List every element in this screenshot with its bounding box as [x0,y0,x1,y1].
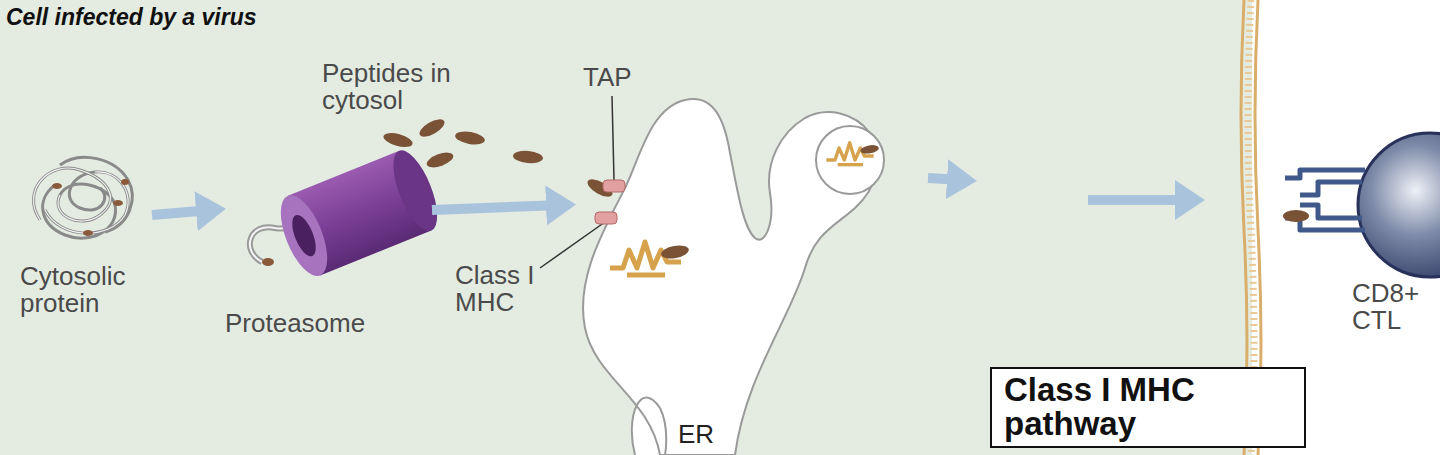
tap-label: TAP [583,64,632,91]
peptides-label: Peptides in cytosol [322,60,512,115]
node-label: CD8+ CTL [1352,280,1422,335]
ctl-node: CD8+ CTL [1352,280,1436,340]
er-outline [565,78,895,455]
node-label: ER [678,421,714,448]
er-node: ER [565,78,895,455]
protein-node: Cytosolic protein [15,160,150,310]
leader-line [612,96,614,180]
flow-arrow [152,210,211,215]
flow-arrow [432,205,561,210]
proteasome-node: Proteasome [225,165,430,350]
node-label: Proteasome [225,310,365,337]
diagram-title: Cell infected by a virus [6,4,257,31]
pathway-box: Class I MHC pathway [990,367,1306,448]
mhc-label: Class I MHC [455,262,575,317]
box-title: Class I MHC pathway [1004,373,1292,442]
node-label: Cytosolic protein [20,263,150,318]
